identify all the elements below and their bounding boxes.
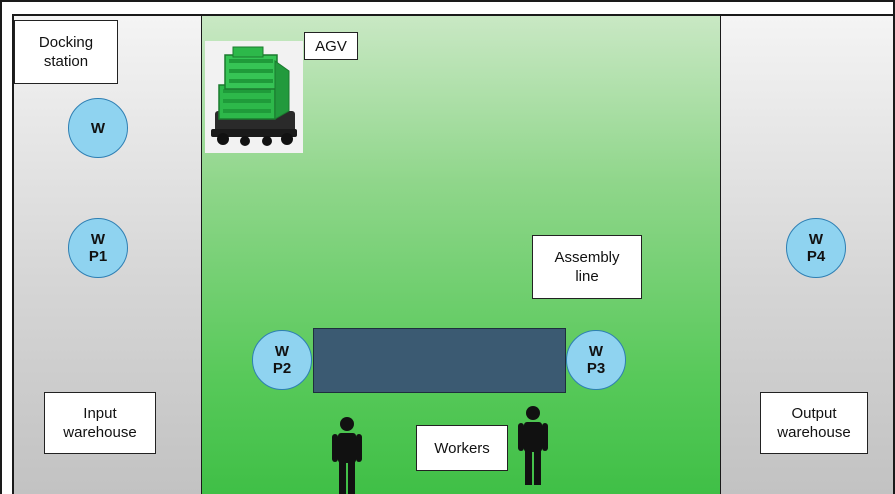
assembly-line-label: Assembly line (532, 235, 642, 299)
assembly-line-conveyor (313, 328, 566, 393)
worker-person-icon (332, 417, 362, 494)
docking-station-label: Docking station (14, 20, 118, 84)
worker-person-icon (518, 406, 548, 485)
waypoint-wp4: W P4 (786, 218, 846, 278)
waypoint-wp1: W P1 (68, 218, 128, 278)
input-warehouse-label: Input warehouse (44, 392, 156, 454)
workers-label: Workers (416, 425, 508, 471)
waypoint-wp2: W P2 (252, 330, 312, 390)
agv-robot-icon (205, 41, 303, 153)
waypoint-wp3: W P3 (566, 330, 626, 390)
agv-label: AGV (304, 32, 358, 60)
output-warehouse-label: Output warehouse (760, 392, 868, 454)
agv-robot-graphic (211, 46, 297, 146)
waypoint-w: W (68, 98, 128, 158)
